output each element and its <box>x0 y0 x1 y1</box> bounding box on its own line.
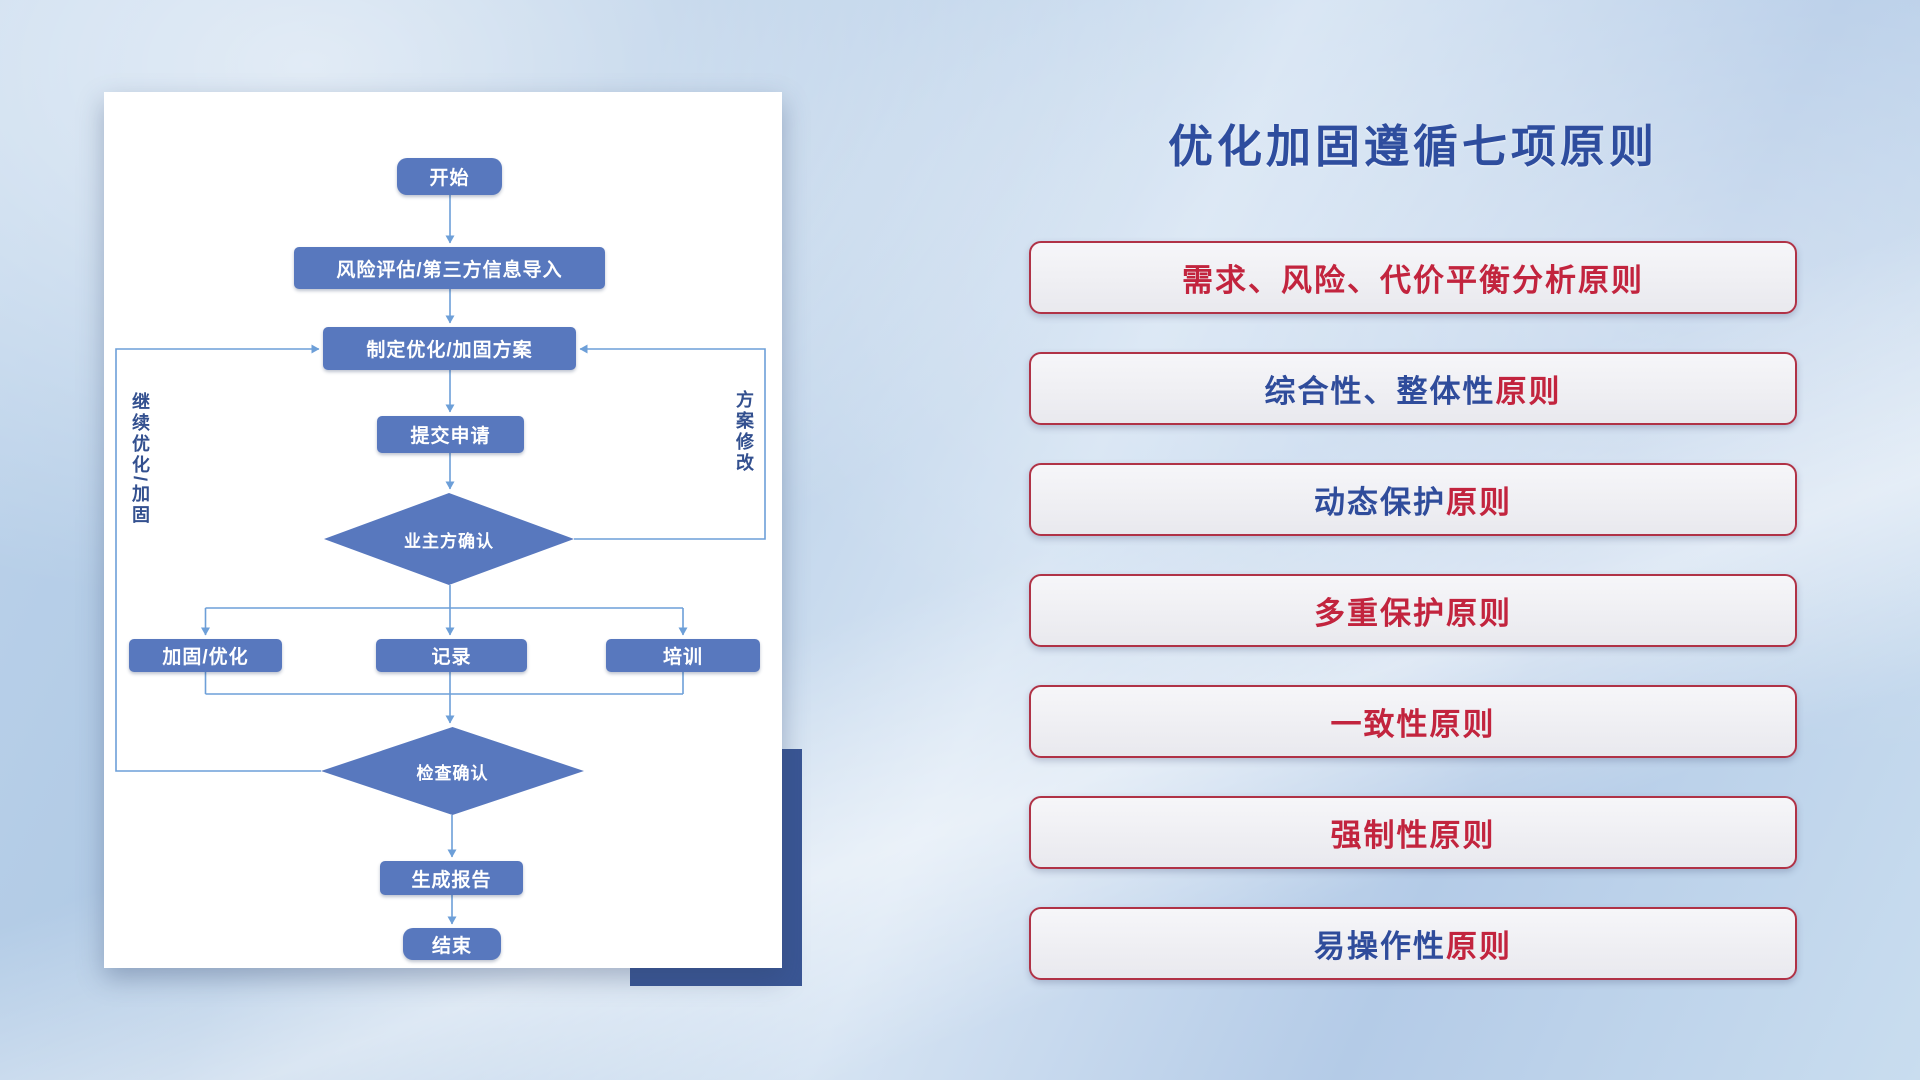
principle-text: 一致性原则 <box>1330 707 1496 742</box>
flow-node-report: 生成报告 <box>380 861 523 895</box>
principle-box: 动态保护原则 <box>1029 463 1797 536</box>
principle-box: 一致性原则 <box>1029 685 1797 758</box>
principle-text: 综合性、整体性 <box>1264 374 1496 409</box>
page-title: 优化加固遵循七项原则 <box>1167 121 1658 172</box>
flow-node-start: 开始 <box>397 158 502 195</box>
principle-text: 强制性原则 <box>1330 818 1496 853</box>
principle-text: 需求、风险、代价平衡分析原则 <box>1182 263 1644 298</box>
principle-box: 需求、风险、代价平衡分析原则 <box>1029 241 1797 314</box>
flow-node-risk-import: 风险评估/第三方信息导入 <box>294 247 605 289</box>
flow-node-end: 结束 <box>403 928 501 960</box>
principle-box: 强制性原则 <box>1029 796 1797 869</box>
principle-text: 原则 <box>1446 929 1512 964</box>
flow-node-record: 记录 <box>376 639 527 672</box>
flow-node-submit: 提交申请 <box>377 416 524 453</box>
principle-text: 原则 <box>1495 374 1562 409</box>
principles-list: 需求、风险、代价平衡分析原则综合性、整体性原则动态保护原则多重保护原则一致性原则… <box>1029 241 1797 980</box>
principle-box: 多重保护原则 <box>1029 574 1797 647</box>
principle-text: 动态保护 <box>1314 485 1446 520</box>
loop-label-plan-revision: 方案修改 <box>734 390 754 474</box>
principle-text: 多重保护原则 <box>1314 596 1512 631</box>
principle-text: 易操作性 <box>1314 929 1446 964</box>
principle-box: 易操作性原则 <box>1029 907 1797 980</box>
flow-node-reinforce: 加固/优化 <box>129 639 282 672</box>
principle-box: 综合性、整体性原则 <box>1029 352 1797 425</box>
principle-text: 原则 <box>1446 485 1512 520</box>
flow-node-training: 培训 <box>606 639 760 672</box>
flow-node-make-plan: 制定优化/加固方案 <box>323 327 576 370</box>
loop-label-continue-optimize: 继续优化/加固 <box>130 392 150 527</box>
